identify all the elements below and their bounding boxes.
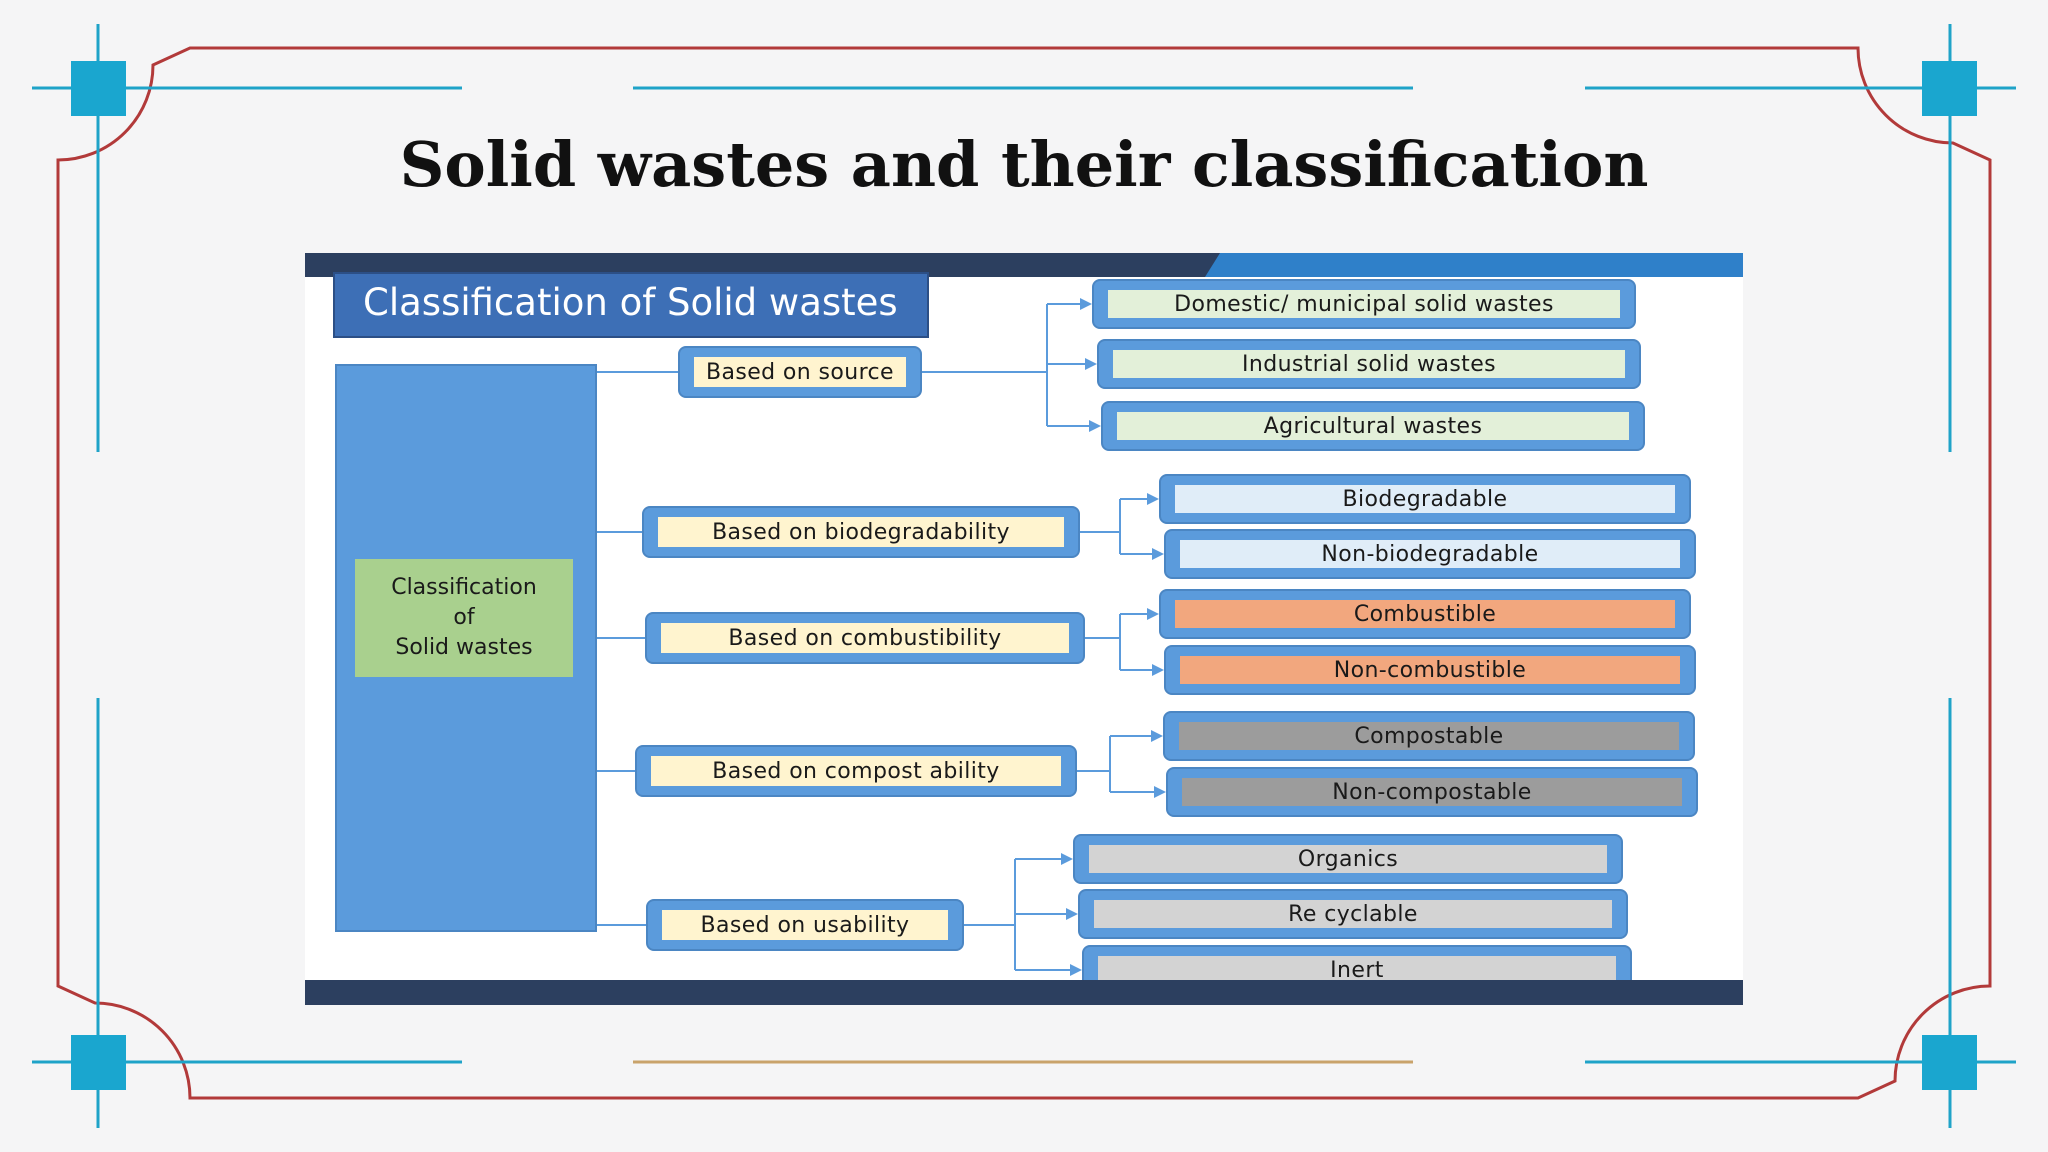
connector-arrow (1152, 664, 1164, 676)
leaf-agricultural: Agricultural wastes (1101, 401, 1645, 451)
leaf-label: Combustible (1175, 600, 1675, 628)
classification-diagram: Classification of Solid wastes Classific… (305, 253, 1743, 1005)
diagram-heading-box (333, 272, 929, 338)
corner-square-bottom-right (1922, 1035, 1977, 1090)
connector-arrow (1147, 608, 1159, 620)
leaf-compostable: Compostable (1163, 711, 1695, 761)
connector-arrow (1089, 420, 1101, 432)
connector-arrow (1080, 298, 1092, 310)
corner-square-top-left (71, 61, 126, 116)
slide-title: Solid wastes and their classification (399, 128, 1649, 201)
category-label: Based on source (694, 357, 906, 387)
category-compost-ability: Based on compost ability (635, 745, 1077, 797)
connector-arrow (1070, 964, 1082, 976)
root-label-line: Classification (391, 575, 537, 600)
category-biodegradability: Based on biodegradability (642, 506, 1080, 558)
category-label: Based on combustibility (661, 623, 1069, 653)
connector-arrow (1151, 730, 1163, 742)
leaf-non-combustible: Non-combustible (1164, 645, 1696, 695)
leaf-non-biodegradable: Non-biodegradable (1164, 529, 1696, 579)
leaf-label: Industrial solid wastes (1113, 350, 1625, 378)
leaf-domestic-municipal: Domestic/ municipal solid wastes (1092, 279, 1636, 329)
corner-square-bottom-left (71, 1035, 126, 1090)
root-label-line: of (453, 605, 475, 630)
category-source: Based on source (678, 346, 922, 398)
category-label: Based on compost ability (651, 756, 1061, 786)
diagram-background (305, 253, 1743, 976)
red-border (56, 46, 1992, 1100)
connector-arrow (1147, 493, 1159, 505)
leaf-label: Non-combustible (1180, 656, 1680, 684)
leaf-label: Agricultural wastes (1117, 412, 1629, 440)
leaf-label: Inert (1098, 956, 1616, 984)
leaf-label: Biodegradable (1175, 485, 1675, 513)
category-label: Based on biodegradability (658, 517, 1064, 547)
leaf-label: Non-biodegradable (1180, 540, 1680, 568)
connector-arrow (1061, 853, 1073, 865)
connector-arrow (1066, 908, 1078, 920)
category-usability: Based on usability (646, 899, 964, 951)
category-label: Based on usability (662, 910, 948, 940)
category-combustibility: Based on combustibility (645, 612, 1085, 664)
diagram-bottom-bar (305, 980, 1743, 1005)
leaf-industrial: Industrial solid wastes (1097, 339, 1641, 389)
leaf-label: Domestic/ municipal solid wastes (1108, 290, 1620, 318)
leaf-label: Compostable (1179, 722, 1679, 750)
leaf-organics: Organics (1073, 834, 1623, 884)
leaf-label: Re cyclable (1094, 900, 1612, 928)
connector-arrow (1085, 358, 1097, 370)
leaf-label: Non-compostable (1182, 778, 1682, 806)
connector-lines (597, 298, 1166, 976)
connector-arrow (1152, 548, 1164, 560)
root-label-line: Solid wastes (395, 635, 533, 660)
diagram-heading: Classification of Solid wastes (363, 281, 898, 324)
leaf-biodegradable: Biodegradable (1159, 474, 1691, 524)
connector-arrow (1154, 786, 1166, 798)
leaf-recyclable: Re cyclable (1078, 889, 1628, 939)
root-label: Classification of Solid wastes (355, 559, 573, 677)
leaf-combustible: Combustible (1159, 589, 1691, 639)
leaf-non-compostable: Non-compostable (1166, 767, 1698, 817)
leaf-label: Organics (1089, 845, 1607, 873)
corner-square-top-right (1922, 61, 1977, 116)
